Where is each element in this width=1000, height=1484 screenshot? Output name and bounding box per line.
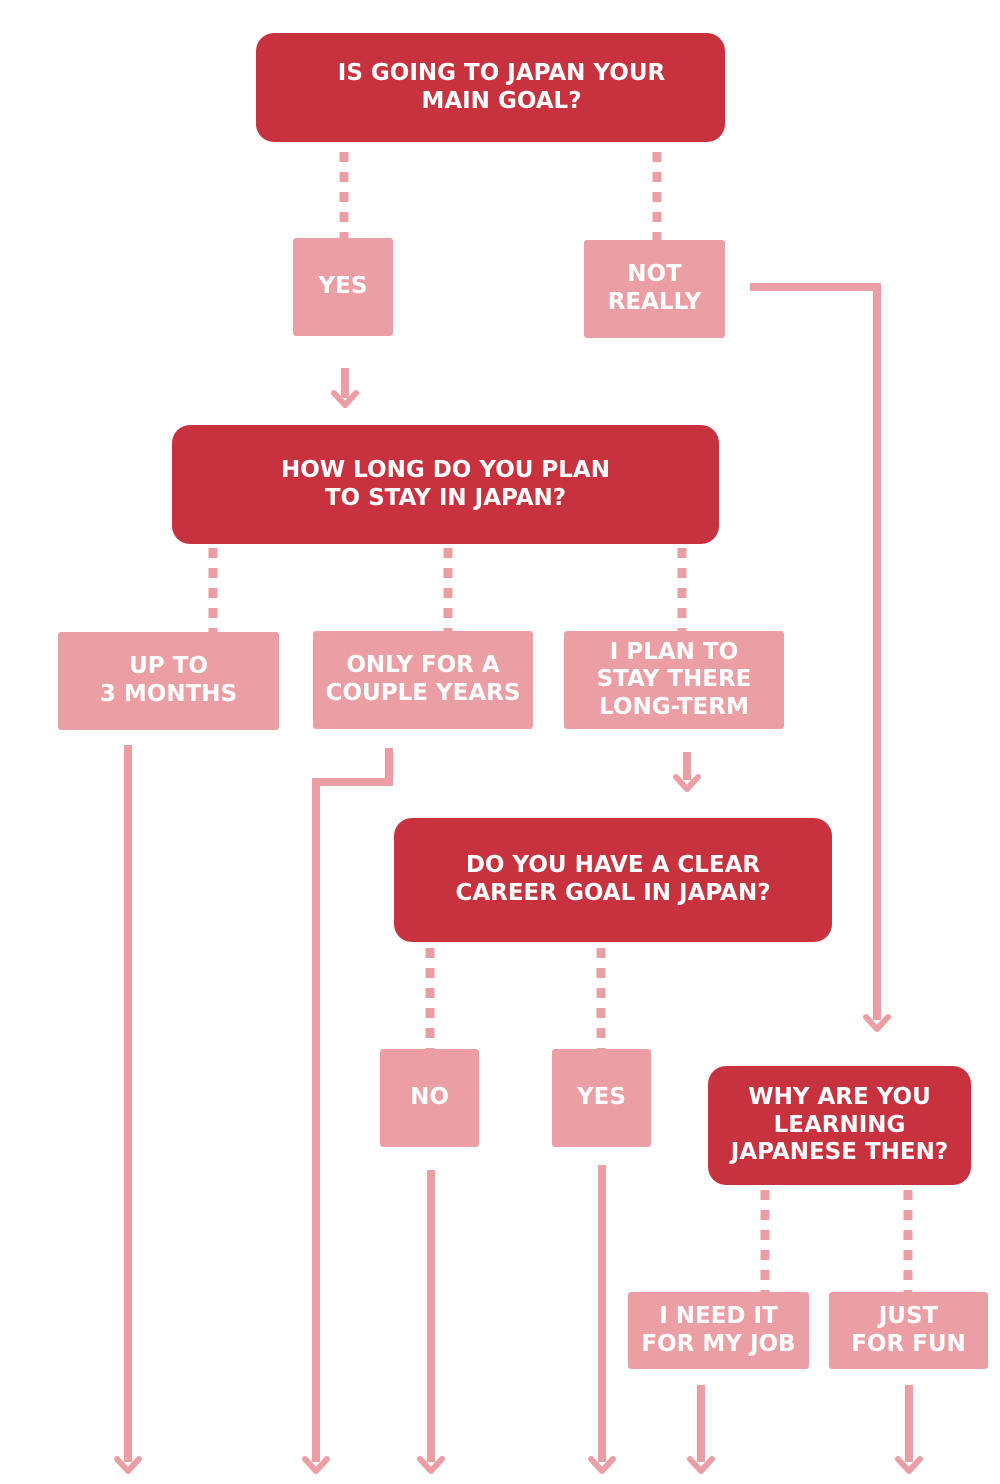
solid-connectors — [124, 283, 913, 1462]
line-couple-years-down — [312, 748, 393, 1462]
arrowhead-3months — [114, 1456, 142, 1474]
answer-yes-main-goal: YES — [293, 238, 393, 336]
arrowhead-yes — [588, 1456, 616, 1474]
answer-yes-career: YES — [552, 1049, 651, 1147]
dotted-connectors — [208, 152, 913, 1292]
arrowhead-to-q3 — [673, 774, 701, 792]
arrowhead-job — [687, 1456, 715, 1474]
arrowhead-to-q2 — [331, 390, 359, 408]
arrowheads — [114, 390, 923, 1474]
line-notreally-to-q4 — [750, 283, 881, 1020]
arrowhead-fun — [895, 1456, 923, 1474]
arrowhead-no — [417, 1456, 445, 1474]
arrowhead-to-q4 — [863, 1014, 891, 1032]
answer-no-career: NO — [380, 1049, 479, 1147]
arrowhead-couple-years — [302, 1456, 330, 1474]
